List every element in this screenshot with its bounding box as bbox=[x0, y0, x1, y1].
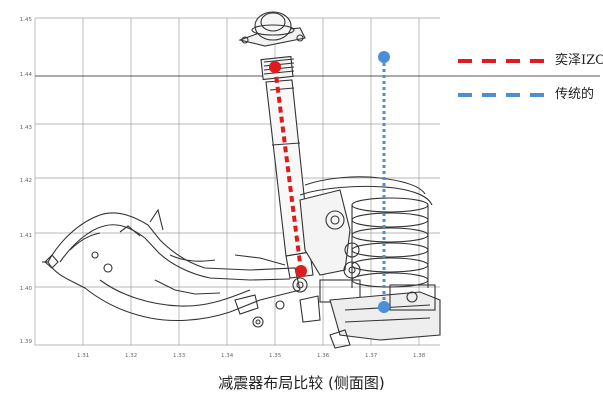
y-tick-label: 1.41 bbox=[20, 233, 32, 239]
x-tick-label: 1.34 bbox=[221, 353, 234, 359]
x-tick-labels: 1.31 1.32 1.33 1.34 1.35 1.36 1.37 1.38 bbox=[77, 353, 426, 359]
y-tick-label: 1.42 bbox=[20, 178, 32, 184]
x-tick-label: 1.31 bbox=[77, 353, 89, 359]
shock-absorber bbox=[238, 11, 314, 293]
izoa-axis bbox=[269, 61, 307, 277]
traditional-bottom-point bbox=[378, 301, 390, 313]
legend bbox=[458, 59, 548, 97]
x-tick-label: 1.37 bbox=[365, 353, 378, 359]
x-tick-label: 1.35 bbox=[269, 353, 282, 359]
x-tick-label: 1.38 bbox=[413, 353, 426, 359]
x-tick-label: 1.33 bbox=[173, 353, 186, 359]
y-tick-label: 1.44 bbox=[20, 72, 33, 78]
izoa-top-point bbox=[269, 61, 281, 73]
izoa-bottom-point bbox=[295, 265, 307, 277]
diagram-caption: 减震器布局比较 (侧面图) bbox=[218, 374, 385, 392]
trailing-arm bbox=[42, 208, 301, 328]
x-tick-label: 1.36 bbox=[317, 353, 330, 359]
x-tick-label: 1.32 bbox=[125, 353, 137, 359]
legend-label-izoa: 奕泽IZOA bbox=[555, 53, 603, 68]
y-tick-label: 1.43 bbox=[20, 125, 33, 131]
y-tick-label: 1.45 bbox=[20, 17, 33, 23]
y-tick-label: 1.39 bbox=[20, 339, 33, 345]
legend-label-traditional: 传统的 bbox=[555, 87, 595, 102]
y-tick-labels: 1.45 1.44 1.43 1.42 1.41 1.40 1.39 bbox=[20, 17, 33, 345]
traditional-top-point bbox=[378, 51, 390, 63]
knuckle-assembly bbox=[299, 189, 441, 349]
y-tick-label: 1.40 bbox=[20, 286, 33, 292]
traditional-axis bbox=[378, 51, 390, 313]
grid bbox=[34, 17, 600, 346]
